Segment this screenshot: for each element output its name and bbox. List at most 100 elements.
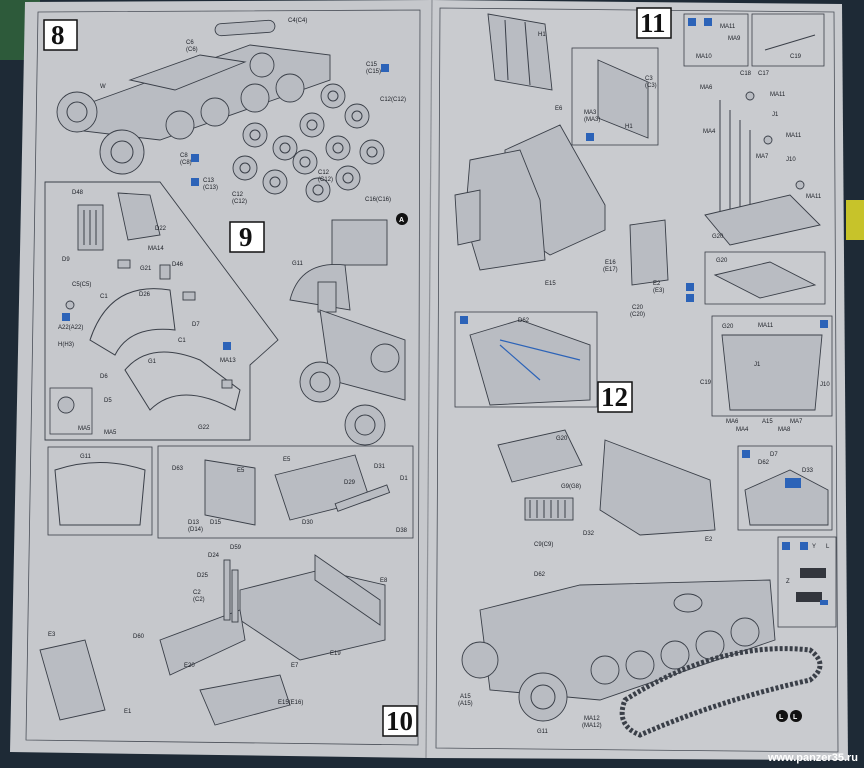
d62-engine-drawing bbox=[469, 319, 591, 406]
step-12-box bbox=[597, 381, 633, 413]
label-ma11d: MA11 bbox=[806, 194, 822, 200]
step-8: 8 C4(C4) C6 (C6) bbox=[43, 18, 406, 205]
d7-highlight-part bbox=[785, 478, 801, 488]
d62-cable bbox=[499, 344, 541, 381]
label-ma3b: (MA3) bbox=[584, 117, 600, 123]
g11-fender-view bbox=[54, 462, 146, 526]
cement-icon bbox=[686, 294, 694, 302]
label-c12bb: (C12) bbox=[232, 199, 247, 205]
step-8-number: 8 bbox=[51, 20, 65, 50]
cement-icon bbox=[800, 542, 808, 550]
background-yellow bbox=[846, 200, 864, 240]
track-link-part bbox=[796, 592, 822, 602]
label-e16: E16 bbox=[605, 260, 616, 266]
label-e2a: E2 bbox=[653, 281, 661, 287]
label-d62c: D62 bbox=[758, 460, 770, 466]
step-11: 11 H1 E6 C3 (C3) MA3 (MA3) H1 E15 E16 (E… bbox=[454, 7, 826, 318]
label-e19: E19 bbox=[330, 651, 341, 657]
label-g9: G9(G8) bbox=[561, 484, 581, 490]
g20-topview-box bbox=[711, 315, 833, 417]
label-ma6b: MA6 bbox=[726, 419, 739, 425]
g20-plate-drawing bbox=[713, 261, 817, 299]
label-d15: D15 bbox=[210, 520, 222, 526]
label-ma4a: MA4 bbox=[703, 129, 716, 135]
label-d29: D29 bbox=[344, 480, 356, 486]
label-d48: D48 bbox=[72, 190, 84, 196]
label-ma11a: MA11 bbox=[720, 24, 736, 30]
label-g1: G1 bbox=[148, 359, 157, 365]
step-10-body-drawing bbox=[39, 554, 386, 726]
label-ma12: MA12 bbox=[584, 716, 600, 722]
label-d13: D13 bbox=[188, 520, 200, 526]
label-c13: C13 bbox=[203, 178, 215, 184]
label-d7b: D7 bbox=[770, 452, 778, 458]
label-a22: A22(A22) bbox=[58, 325, 83, 331]
d7-detail-box bbox=[737, 445, 833, 531]
label-ma11e: MA11 bbox=[758, 323, 774, 329]
label-ma14: MA14 bbox=[148, 246, 164, 252]
cement-icon bbox=[191, 178, 199, 186]
label-ma9: MA9 bbox=[728, 36, 741, 42]
label-ma5b: MA5 bbox=[78, 426, 91, 432]
label-d26: D26 bbox=[139, 292, 151, 298]
step-10: 10 D24 D59 D25 C2 (C2) E8 E3 D60 E20 E7 … bbox=[39, 545, 418, 737]
ma5-inset bbox=[49, 387, 93, 435]
label-c6b: (C6) bbox=[186, 47, 198, 53]
step-11-box bbox=[636, 7, 672, 39]
label-g22: G22 bbox=[198, 425, 210, 431]
cement-icon bbox=[686, 283, 694, 291]
label-d30: D30 bbox=[302, 520, 314, 526]
label-c19b: C19 bbox=[700, 380, 712, 386]
page-fold bbox=[425, 0, 433, 759]
label-d62a: D62 bbox=[518, 318, 530, 324]
label-c16: C16(C16) bbox=[365, 197, 391, 203]
step-11-cab-drawing bbox=[454, 13, 669, 286]
label-e3: E3 bbox=[48, 632, 56, 638]
label-ma12b: (MA12) bbox=[582, 723, 602, 729]
label-d22: D22 bbox=[155, 226, 167, 232]
label-ma5a: MA5 bbox=[104, 430, 117, 436]
label-ma7a: MA7 bbox=[756, 154, 769, 160]
label-e3b: (E3) bbox=[653, 288, 664, 294]
label-j1: J1 bbox=[772, 112, 779, 118]
g20-inset bbox=[704, 251, 826, 305]
label-e17: (E17) bbox=[603, 267, 618, 273]
label-d38: D38 bbox=[396, 528, 408, 534]
e5-plate-drawing bbox=[204, 459, 256, 526]
h1-panel-drawing bbox=[597, 59, 649, 139]
label-d14: (D14) bbox=[188, 527, 203, 533]
track-link-drawing bbox=[619, 646, 823, 738]
h1-detail-box bbox=[571, 47, 659, 146]
label-e8: E8 bbox=[380, 578, 388, 584]
label-a15a: A15 bbox=[762, 419, 773, 425]
step-12-number: 12 bbox=[601, 382, 628, 412]
cement-icon bbox=[62, 313, 70, 321]
label-c12c: C12 bbox=[318, 170, 330, 176]
label-d63: D63 bbox=[172, 466, 184, 472]
label-c1b: C1 bbox=[178, 338, 186, 344]
label-c15b: (C15) bbox=[366, 69, 381, 75]
label-c12cb: (C12) bbox=[318, 177, 333, 183]
label-j1b: J1 bbox=[754, 362, 761, 368]
cement-icon bbox=[586, 133, 594, 141]
label-h1b: H1 bbox=[625, 124, 633, 130]
label-h: H(H3) bbox=[58, 342, 74, 348]
label-c18: C18 bbox=[740, 71, 752, 77]
label-c3: C3 bbox=[645, 76, 653, 82]
label-e6: E6 bbox=[555, 106, 563, 112]
left-page-frame bbox=[25, 9, 421, 746]
step-9-box bbox=[229, 221, 265, 253]
cement-icon bbox=[782, 542, 790, 550]
seat-frame-drawing bbox=[704, 91, 821, 246]
label-c12b: C12 bbox=[232, 192, 244, 198]
watermark: www.panzer35.ru bbox=[767, 752, 858, 764]
step-9-assembly-drawing bbox=[289, 219, 406, 446]
label-e5a: E5 bbox=[237, 468, 245, 474]
label-d5: D5 bbox=[104, 398, 112, 404]
step-10-number: 10 bbox=[386, 706, 413, 736]
label-c15: C15 bbox=[366, 62, 378, 68]
label-g21: G21 bbox=[140, 266, 152, 272]
d62-detail-box bbox=[454, 311, 598, 408]
label-c4: C4(C4) bbox=[288, 18, 307, 24]
